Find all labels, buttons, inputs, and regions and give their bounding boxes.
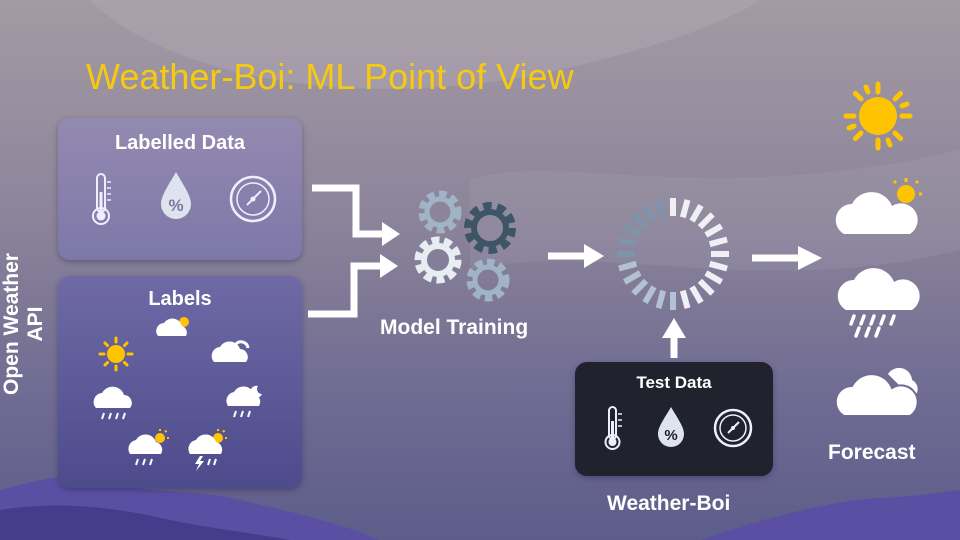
thermometer-icon	[92, 173, 111, 225]
labelled-data-panel: Labelled Data %	[58, 118, 302, 260]
gears-icon	[414, 190, 516, 302]
spinner-segment	[689, 285, 704, 304]
drop-percent-text: %	[168, 196, 183, 215]
mountains-left	[0, 505, 290, 540]
barometer-icon	[713, 408, 753, 448]
spinner-segment	[655, 289, 667, 309]
partly-cloudy-icon	[156, 317, 189, 336]
thunderstorm-icon	[188, 429, 227, 471]
loading-spinner-icon	[617, 198, 729, 310]
model-training-label: Model Training	[380, 316, 529, 339]
spinner-segment	[618, 260, 638, 272]
page-title: Weather-Boi: ML Point of View	[86, 56, 574, 97]
arrow-labels-to-training	[308, 262, 382, 318]
spinner-segment	[679, 199, 691, 219]
night-rain-icon	[226, 385, 262, 418]
background-swoosh	[470, 150, 960, 271]
spinner-segment	[704, 223, 723, 238]
rain-icon	[837, 268, 920, 338]
sun-icon	[98, 336, 134, 372]
drop-percent-text: %	[664, 427, 677, 444]
background-swoosh	[90, 0, 760, 89]
spinner-segment	[631, 278, 649, 296]
spinner-segment	[697, 212, 715, 230]
spinner-segment	[618, 236, 638, 248]
labels-panel: Labels	[58, 276, 302, 488]
spinner-segment	[689, 204, 704, 223]
gear-top-right	[464, 202, 516, 254]
test-data-panel: Test Data %	[575, 362, 773, 476]
gear-bottom-left	[414, 236, 462, 284]
spinner-segment	[655, 199, 667, 219]
cloudy-icon	[834, 367, 919, 417]
spinner-segment	[623, 270, 642, 285]
labelled-data-title: Labelled Data	[114, 132, 246, 154]
sun-rain-icon	[128, 429, 169, 466]
spinner-segment	[679, 289, 691, 309]
spinner-segment	[642, 285, 657, 304]
spinner-segment	[704, 270, 723, 285]
spinner-segment	[623, 223, 642, 238]
labels-icons	[93, 317, 262, 471]
arrow-labelled-to-training	[312, 184, 384, 238]
humidity-drop-icon: %	[161, 172, 191, 219]
labels-title: Labels	[148, 288, 212, 310]
gear-top-left	[418, 190, 462, 234]
forecast-label: Forecast	[828, 441, 916, 464]
spinner-segment	[708, 236, 728, 248]
thermometer-icon	[604, 406, 622, 450]
humidity-drop-icon: %	[658, 407, 684, 447]
barometer-icon	[229, 175, 277, 223]
test-data-title: Test Data	[636, 373, 712, 392]
spinner-segment	[642, 204, 657, 223]
cloudy-icon	[211, 340, 250, 362]
rain-icon	[93, 386, 132, 420]
spinner-segment	[631, 212, 649, 230]
spinner-segment	[708, 260, 728, 272]
spinner-segment	[697, 278, 715, 296]
partly-cloudy-icon	[835, 178, 922, 234]
gear-bottom-right	[466, 258, 510, 302]
sun-icon	[843, 81, 913, 151]
forecast-icons	[834, 81, 922, 417]
weather-boi-label: Weather-Boi	[607, 492, 731, 515]
mountains-right	[700, 490, 960, 540]
